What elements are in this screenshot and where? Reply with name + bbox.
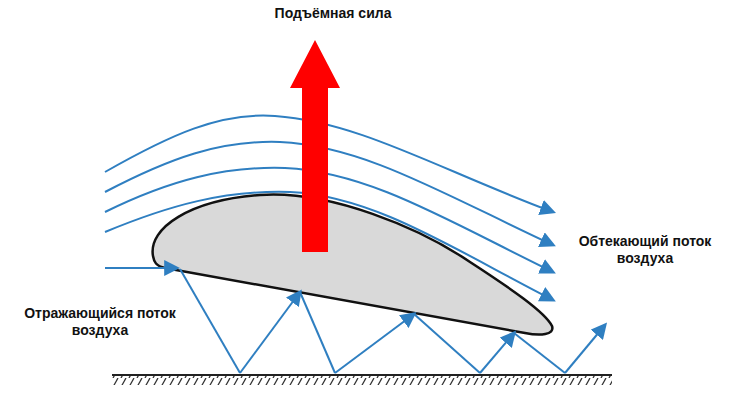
ground-line: [112, 374, 612, 376]
lift-arrow: [290, 40, 340, 252]
wing-profile: [153, 195, 553, 335]
flow-segment: [300, 292, 335, 373]
flow-label: Отражающийся поток воздуха: [10, 304, 190, 340]
flow-segment: [514, 333, 565, 373]
lift-label: Подъёмная сила: [243, 4, 423, 23]
flow-arrow: [240, 292, 300, 373]
flow-label: Обтекающий поток воздуха: [570, 232, 720, 268]
flow-segment: [414, 314, 480, 373]
flow-arrow: [105, 267, 177, 269]
flow-arrow: [335, 314, 414, 373]
flow-arrow: [480, 333, 514, 373]
flow-arrow: [565, 325, 605, 373]
ground-hatching: [112, 376, 612, 385]
